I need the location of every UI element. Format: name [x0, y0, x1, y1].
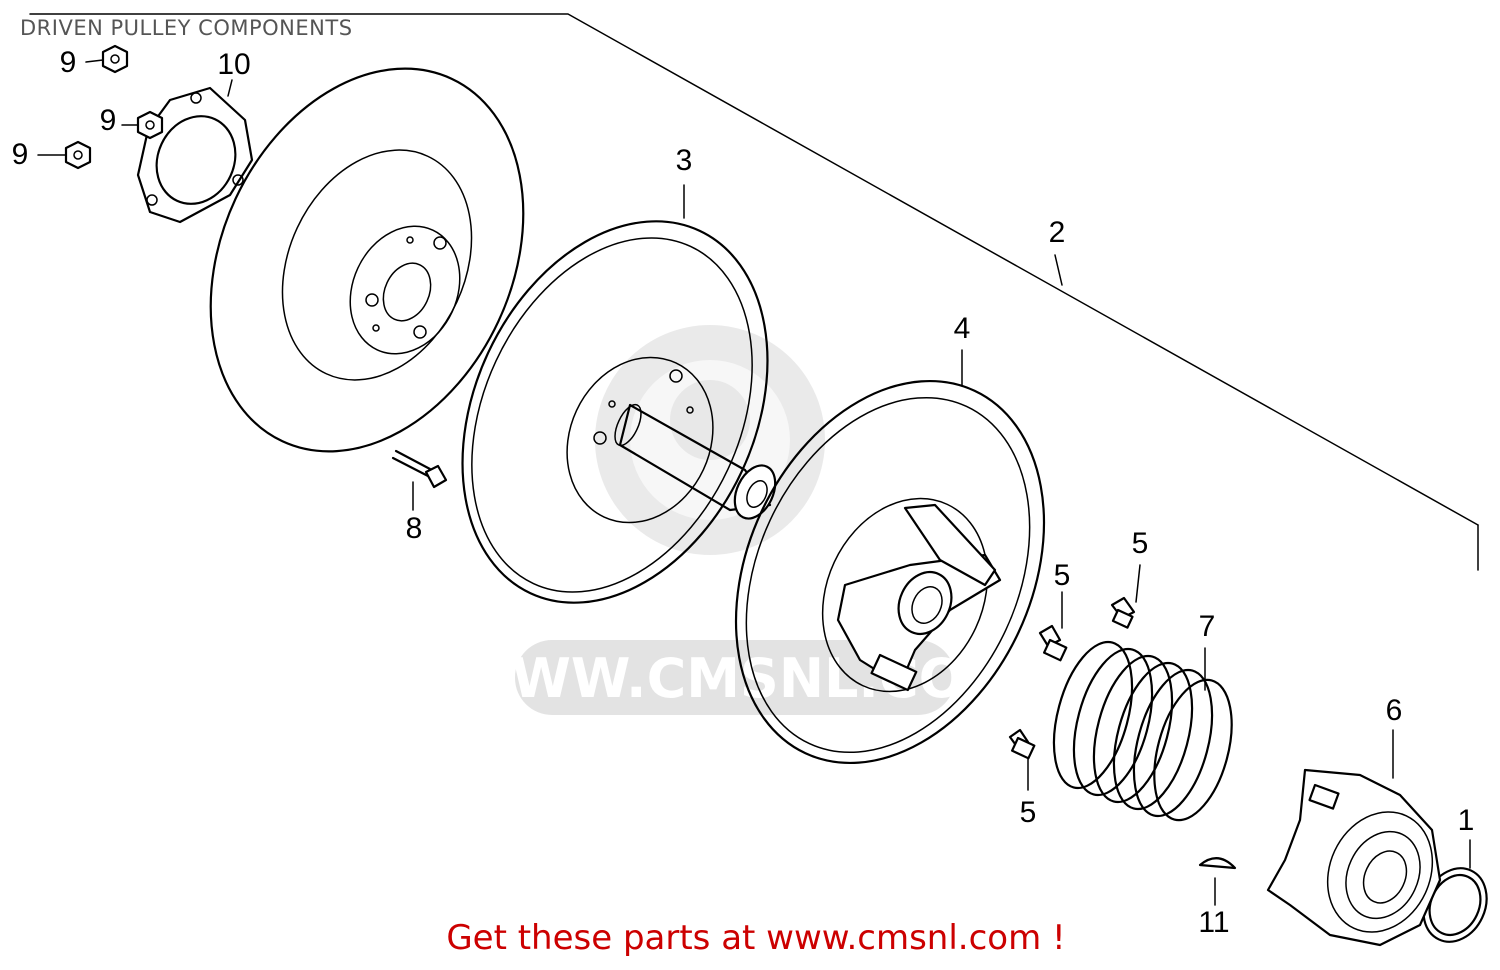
callout-9-middle: 9 — [100, 104, 117, 137]
part-10-plate[interactable] — [136, 79, 254, 224]
part-8-bolt[interactable] — [391, 449, 448, 511]
part-7-spring[interactable] — [1040, 633, 1246, 828]
callout-11: 11 — [1198, 906, 1229, 939]
callout-9-top: 9 — [60, 46, 77, 79]
page-title: DRIVEN PULLEY COMPONENTS — [20, 16, 353, 40]
part-6-seal-collar[interactable] — [1266, 729, 1452, 949]
part-11-key[interactable] — [1198, 857, 1237, 906]
callout-6: 6 — [1386, 694, 1403, 727]
callout-7: 7 — [1199, 610, 1216, 643]
part-5-pin-upper-right[interactable] — [1110, 564, 1141, 629]
fixed-sheave-disc[interactable] — [151, 17, 583, 502]
callout-5-upper-right: 5 — [1132, 527, 1149, 560]
part-3-driven-face[interactable] — [404, 172, 827, 653]
part-9-nut-top[interactable] — [85, 44, 129, 74]
callout-5-lower: 5 — [1020, 796, 1037, 829]
callout-2: 2 — [1049, 216, 1066, 249]
callout-4: 4 — [954, 312, 971, 345]
callout-3: 3 — [676, 144, 693, 177]
part-9-nut-left[interactable] — [37, 140, 92, 170]
callout-5-upper-left: 5 — [1054, 559, 1071, 592]
watermark-text: WWW.CMSNL.COM — [452, 647, 1018, 710]
part-5-pin-upper-left[interactable] — [1038, 591, 1068, 662]
callout-10: 10 — [217, 48, 250, 81]
part-5-pin-lower[interactable] — [1008, 728, 1036, 791]
promo-link[interactable]: Get these parts at www.cmsnl.com ! — [446, 918, 1066, 958]
assembly-bracket-top — [29, 13, 1479, 526]
callout-9-left: 9 — [12, 138, 29, 171]
callout-1: 1 — [1458, 804, 1475, 837]
part-4-movable-face[interactable] — [677, 331, 1103, 814]
callout-8: 8 — [406, 512, 423, 545]
part-9-nut-middle[interactable] — [121, 110, 164, 140]
leader-2 — [1054, 254, 1063, 286]
